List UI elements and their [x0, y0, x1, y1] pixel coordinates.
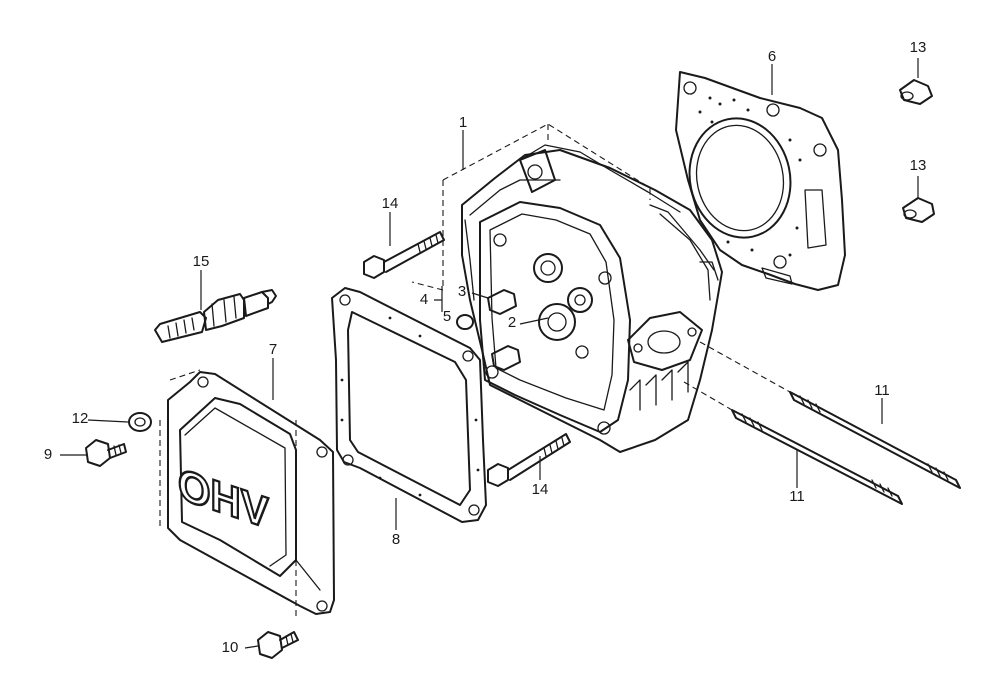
- callout-3: 3: [458, 283, 466, 300]
- callout-labels: 1 2 3 4 5 6 7 8 9 10 11 11 12 13 13 14 1…: [44, 39, 927, 656]
- stud-11-short: [731, 409, 903, 505]
- callout-1: 1: [459, 114, 467, 131]
- callout-13-top: 13: [910, 39, 927, 56]
- callout-13-bottom: 13: [910, 157, 927, 174]
- callout-4: 4: [420, 291, 428, 308]
- valve-cover-gasket: [331, 287, 487, 523]
- callout-6: 6: [768, 48, 776, 65]
- callout-8: 8: [392, 531, 400, 548]
- dowel-pin-13-top: [899, 79, 933, 105]
- flange-bolt-14-bottom: [487, 433, 571, 487]
- callout-10: 10: [222, 639, 239, 656]
- flange-bolt-14-top: [363, 231, 445, 279]
- clip-5: [456, 314, 474, 330]
- callout-7: 7: [269, 341, 277, 358]
- spark-plug: [154, 289, 277, 343]
- stud-11-long: [789, 391, 961, 489]
- washer-12: [128, 412, 152, 432]
- callout-15: 15: [193, 253, 210, 270]
- callout-2: 2: [508, 314, 516, 331]
- callout-5: 5: [443, 308, 451, 325]
- callout-9: 9: [44, 446, 52, 463]
- leader-lines: [60, 58, 919, 649]
- head-gasket: [675, 71, 846, 291]
- callout-12: 12: [72, 410, 89, 427]
- guide-2: [491, 345, 521, 371]
- callout-14-bottom: 14: [532, 481, 549, 498]
- valve-cover: OHV: [159, 369, 335, 620]
- bolt-10: [257, 631, 299, 659]
- dowel-pin-13-bottom: [902, 197, 935, 223]
- callout-14-top: 14: [382, 195, 399, 212]
- cylinder-head: [411, 123, 723, 453]
- callout-11-lower: 11: [789, 488, 805, 505]
- callout-11-upper: 11: [874, 382, 890, 399]
- bolt-9: [85, 439, 127, 467]
- guide-3: [487, 289, 517, 315]
